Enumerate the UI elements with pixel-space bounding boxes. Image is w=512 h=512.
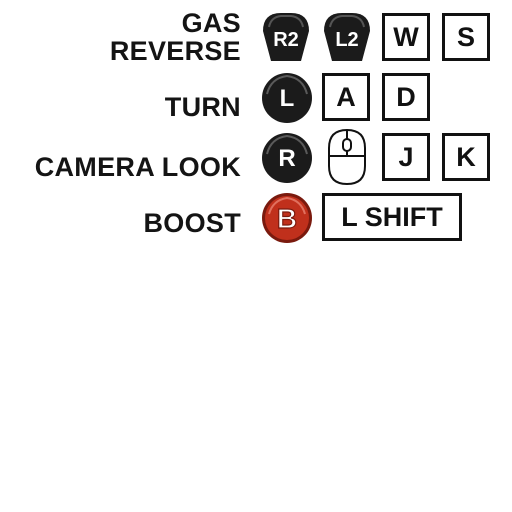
action-label-gas: GAS	[181, 8, 241, 38]
mouse-icon	[326, 128, 368, 186]
action-label-boost: BOOST	[143, 208, 241, 238]
l2-trigger-label: L2	[335, 29, 358, 51]
action-label-camera-look: CAMERA LOOK	[34, 152, 241, 182]
key-j: J	[382, 133, 430, 181]
r2-trigger-label: R2	[273, 29, 299, 51]
action-label-turn: TURN	[164, 92, 241, 122]
r2-trigger-icon: R2	[261, 11, 311, 63]
key-k: K	[442, 133, 490, 181]
action-label-reverse: REVERSE	[109, 36, 241, 66]
left-stick-icon: L	[261, 72, 313, 124]
key-a: A	[322, 73, 370, 121]
key-d: D	[382, 73, 430, 121]
key-left-shift: L SHIFT	[322, 193, 462, 241]
l2-trigger-icon: L2	[322, 11, 372, 63]
key-s: S	[442, 13, 490, 61]
key-w: W	[382, 13, 430, 61]
b-button-label: B	[277, 203, 297, 234]
right-stick-label: R	[278, 145, 295, 172]
right-stick-icon: R	[261, 132, 313, 184]
b-button-icon: B	[261, 192, 313, 244]
left-stick-label: L	[280, 85, 295, 112]
